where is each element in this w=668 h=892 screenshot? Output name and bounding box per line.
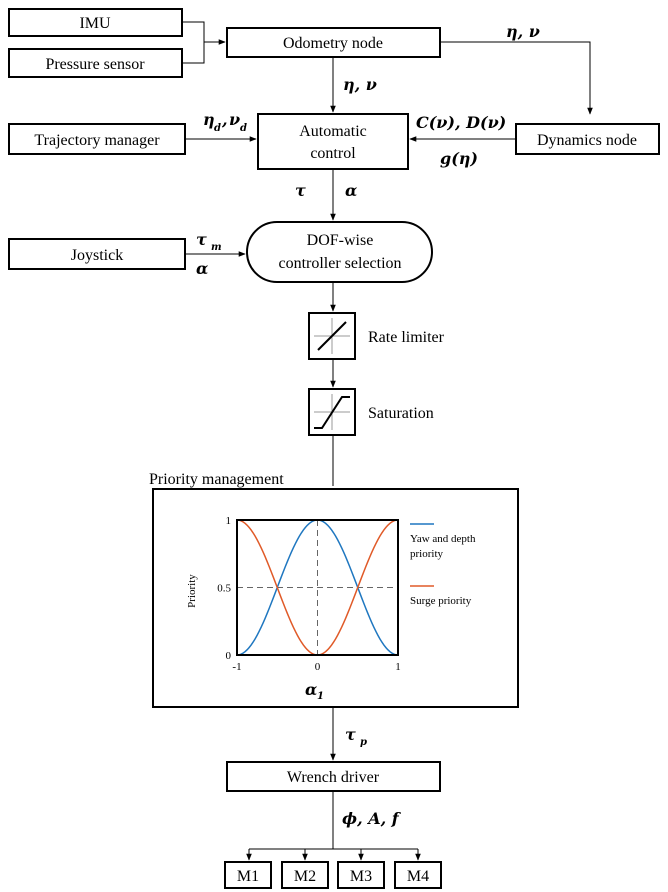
- rate-limiter-label: Rate limiter: [368, 329, 445, 346]
- motor-m4: M4: [394, 861, 442, 889]
- sensor-bracket: [182, 21, 205, 64]
- signal-tau-m-sub: m: [211, 242, 222, 253]
- motor-m2-label: M2: [294, 868, 316, 885]
- odometry-to-dynamics-arrow: [440, 41, 593, 115]
- automatic-control-block: Automatic control: [257, 113, 409, 170]
- motor-m1: M1: [224, 861, 272, 889]
- automatic-control-label-line1: Automatic: [299, 123, 367, 140]
- motor-m4-label: M4: [407, 868, 429, 885]
- signal-eta-d-sub: d: [214, 123, 221, 134]
- chart-xtick-label: 1: [395, 661, 401, 673]
- signal-joystick-alpha: α: [196, 259, 208, 278]
- signal-nu-d: ν: [229, 110, 240, 129]
- chart-ytick-label: 0: [226, 650, 232, 662]
- chart-ytick-label: 0.5: [217, 583, 231, 595]
- signal-alpha: α: [345, 181, 357, 200]
- pressure-sensor-block: Pressure sensor: [8, 48, 183, 78]
- rate-limiter-block: [308, 312, 356, 360]
- signal-nu-d-sub: d: [240, 123, 247, 134]
- dof-selection-label-line1: DOF-wise: [307, 232, 374, 249]
- chart-xtick-label: -1: [232, 661, 241, 673]
- trajectory-manager-block: Trajectory manager: [8, 123, 186, 155]
- chart-frame: [236, 519, 399, 656]
- dof-selection-block: DOF-wise controller selection: [246, 221, 433, 283]
- signal-eta-nu-right: η, ν: [506, 22, 540, 41]
- signal-tau: τ: [295, 181, 306, 200]
- legend-yaw-depth-line2: priority: [410, 548, 443, 560]
- saturation-icon: [314, 396, 350, 429]
- joystick-label: Joystick: [71, 247, 123, 264]
- signal-g: g(η): [440, 149, 478, 168]
- rate-limiter-icon: [317, 321, 347, 351]
- wrench-driver-block: Wrench driver: [226, 761, 441, 792]
- automatic-control-label-line2: control: [310, 145, 356, 162]
- odometry-node-label: Odometry node: [283, 35, 383, 52]
- legend-yaw-depth-line1: Yaw and depth: [410, 533, 476, 545]
- signal-cd: C(ν), D(ν): [416, 113, 506, 132]
- wrench-driver-label: Wrench driver: [287, 769, 380, 786]
- imu-block: IMU: [8, 8, 183, 37]
- signal-tau-m: τ: [196, 230, 207, 249]
- priority-management-block: [152, 488, 519, 708]
- signal-comma: ,: [221, 110, 228, 129]
- joystick-block: Joystick: [8, 238, 186, 270]
- dynamics-node-label: Dynamics node: [537, 132, 637, 149]
- signal-tau-p-sub: p: [360, 737, 367, 748]
- dynamics-node-block: Dynamics node: [515, 123, 660, 155]
- pressure-sensor-label: Pressure sensor: [45, 56, 145, 73]
- chart-xlabel-sub: 1: [317, 691, 324, 702]
- signal-phi-a-f: ϕ, A, f: [342, 809, 402, 828]
- motor-m2: M2: [281, 861, 329, 889]
- trajectory-manager-label: Trajectory manager: [34, 132, 160, 149]
- chart-ylabel: Priority: [186, 574, 198, 608]
- chart-xlabel: α: [305, 680, 317, 699]
- chart-xtick-label: 0: [315, 661, 321, 673]
- motor-m3-label: M3: [350, 868, 372, 885]
- saturation-label: Saturation: [368, 405, 434, 422]
- motor-m1-label: M1: [237, 868, 259, 885]
- chart-ytick-label: 1: [226, 515, 232, 527]
- motor-m3: M3: [337, 861, 385, 889]
- signal-tau-p: τ: [345, 725, 356, 744]
- signal-eta-d: η: [203, 110, 215, 129]
- saturation-block: [308, 388, 356, 436]
- priority-management-label: Priority management: [149, 471, 284, 488]
- signal-eta-nu-down: η, ν: [343, 75, 377, 94]
- odometry-node-block: Odometry node: [226, 27, 441, 58]
- signal-desired-state: η d , ν d: [203, 110, 247, 134]
- imu-label: IMU: [79, 15, 111, 32]
- dof-selection-label-line2: controller selection: [278, 255, 401, 272]
- legend-surge-label: Surge priority: [410, 595, 472, 607]
